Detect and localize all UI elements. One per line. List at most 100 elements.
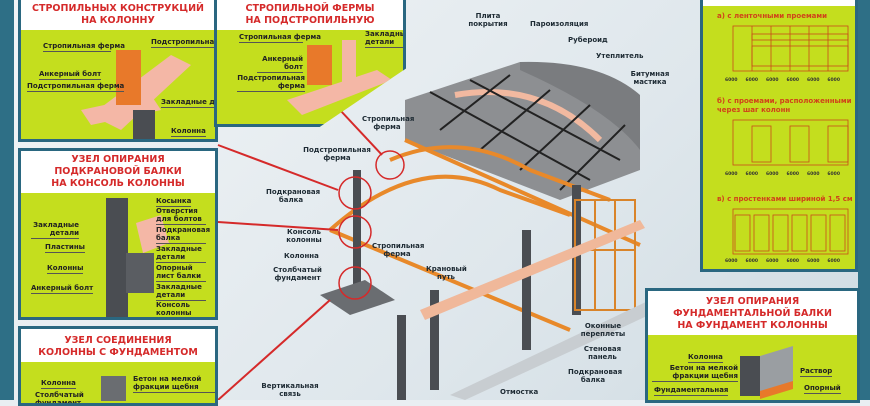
title-line: НА КОЛОННУ	[81, 15, 155, 26]
label-column: Колонна	[284, 252, 319, 260]
roof	[405, 61, 640, 200]
label: Закладные детали	[156, 283, 206, 301]
label: Колонна	[41, 379, 76, 389]
title-line: УЗЕЛ ОПИРАНИЯ	[71, 154, 165, 165]
dim: 6000	[827, 78, 840, 83]
label: Пластины	[45, 243, 85, 253]
label: Опорный	[804, 384, 841, 394]
foundation	[320, 280, 395, 315]
dim: 6000	[786, 78, 799, 83]
label-vertical-brace: Вертикальная связь	[261, 382, 319, 398]
label-foundation: Столбчатый фундамент	[273, 266, 322, 282]
label-truss-mid: Стропильная ферма	[372, 242, 425, 258]
dim: 6000	[827, 259, 840, 264]
title-line: НА ФУНДАМЕНТ КОЛОННЫ	[677, 320, 828, 331]
dim: 6000	[806, 172, 820, 177]
title-line: КОЛОННЫ С ФУНДАМЕНТОМ	[38, 347, 198, 358]
label-window-frames: Оконные переплеты	[580, 322, 626, 338]
label-crane-beam-2: Подкрановая балка	[568, 368, 623, 384]
label-ruberoid: Рубероид	[568, 36, 608, 44]
panel-title-strip	[703, 0, 855, 6]
label: Подстропильная ферма	[151, 38, 215, 48]
dim: 6000	[806, 259, 820, 264]
label: Закладные детали	[365, 30, 403, 48]
title-line: УЗЕЛ СОЕДИНЕНИЯ	[64, 335, 172, 346]
label-insulation: Утеплитель	[596, 52, 644, 60]
label: Стропильная ферма	[239, 33, 321, 43]
variant-label: в) с простенками шириной 1,5 см	[717, 195, 853, 203]
panel-title: СТРОПИЛЬНЫХ КОНСТРУКЦИЙ НА КОЛОННУ	[21, 0, 215, 30]
title-line: СТРОПИЛЬНЫХ КОНСТРУКЦИЙ	[32, 3, 204, 14]
dim: 6000	[786, 259, 799, 264]
title-line: УЗЕЛ ОПИРАНИЯ	[705, 296, 800, 307]
panel-crane-beam-node: УЗЕЛ ОПИРАНИЯ ПОДКРАНОВОЙ БАЛКИ НА КОНСО…	[18, 148, 218, 320]
label: Подстропильная ферма	[237, 74, 305, 92]
label: Консоль колонны	[156, 301, 206, 317]
label: Фундаментальная	[654, 386, 729, 396]
label: Бетон на мелкой фракции щебня	[133, 375, 215, 393]
label: Закладные детали	[31, 221, 79, 239]
panel-truss-to-column: СТРОПИЛЬНЫХ КОНСТРУКЦИЙ НА КОЛОННУ Строп…	[18, 0, 218, 142]
dim: 6000	[765, 78, 779, 83]
label-vapor-barrier: Пароизоляция	[530, 20, 589, 28]
label-crane-beam: Подкрановая балка	[266, 188, 321, 204]
title-line: ФУНДАМЕНТАЛЬНОЙ БАЛКИ	[673, 308, 832, 319]
title-line: НА КОНСОЛЬ КОЛОННЫ	[51, 178, 185, 189]
label: Анкерный болт	[39, 70, 102, 80]
left-border	[0, 0, 14, 400]
node-drawing	[81, 50, 191, 139]
label: Закладные детали	[161, 98, 215, 108]
dim: 6000	[827, 172, 840, 177]
label-console: Консоль колонны	[286, 228, 322, 244]
dim: 6000	[725, 172, 738, 177]
panel-title: СТРОПИЛЬНОЙ ФЕРМЫ НА ПОДСТРОПИЛЬНУЮ	[217, 0, 403, 30]
label-roof-plate: Плита покрытия	[468, 12, 508, 28]
dim: 6000	[765, 172, 779, 177]
title-line: НА ПОДСТРОПИЛЬНУЮ	[245, 15, 375, 26]
label-truss-top: Стропильная ферма	[362, 115, 415, 131]
callout-circles	[338, 150, 405, 300]
panel-title: УЗЕЛ ОПИРАНИЯ ФУНДАМЕНТАЛЬНОЙ БАЛКИ НА Ф…	[648, 291, 857, 335]
label: Колонна	[688, 353, 723, 363]
label: Опорный лист балки	[156, 264, 206, 282]
panel-title: УЗЕЛ СОЕДИНЕНИЯ КОЛОННЫ С ФУНДАМЕНТОМ	[21, 329, 215, 362]
dim: 6000	[725, 78, 738, 83]
panel-title: УЗЕЛ ОПИРАНИЯ ПОДКРАНОВОЙ БАЛКИ НА КОНСО…	[21, 151, 215, 193]
label: Столбчатый фундамент	[35, 391, 85, 403]
label: Подкрановая балка	[156, 226, 211, 244]
wall-scheme-c	[732, 208, 849, 255]
dimension-row: 6000 6000 6000 6000 6000 6000	[725, 78, 840, 83]
node-drawing	[740, 346, 793, 399]
panel-column-foundation: УЗЕЛ СОЕДИНЕНИЯ КОЛОННЫ С ФУНДАМЕНТОМ Ко…	[18, 326, 218, 406]
label-wall-panel: Стеновая панель	[583, 345, 622, 361]
label-subtruss: Подстропильная ферма	[303, 146, 371, 162]
label: Колонна	[171, 127, 206, 137]
label: Бетон на мелкой фракции щебня	[652, 364, 738, 382]
label-blind-area: Отмостка	[500, 388, 539, 396]
dim: 6000	[786, 172, 799, 177]
dim: 6000	[745, 78, 759, 83]
label: Анкерный болт	[257, 55, 303, 73]
crane-rail	[420, 220, 645, 320]
label-bitumen-mastic: Битумная мастика	[630, 70, 670, 86]
dim: 6000	[725, 259, 738, 264]
label: Раствор	[800, 367, 833, 377]
variant-label: б) с проемами, расположенными через шаг …	[717, 97, 852, 114]
variant-label: а) с ленточными проемами	[717, 12, 828, 20]
node-drawing	[287, 40, 392, 115]
title-line: СТРОПИЛЬНОЙ ФЕРМЫ	[245, 3, 375, 14]
wall-scheme-b	[732, 119, 849, 166]
title-line: ПОДКРАНОВОЙ БАЛКИ	[54, 166, 182, 177]
dim: 6000	[806, 78, 820, 83]
label: Стропильная ферма	[43, 42, 125, 52]
dim: 6000	[745, 259, 759, 264]
label-crane-way: Крановый путь	[426, 265, 467, 281]
label: Колонны	[47, 264, 84, 274]
panel-foundation-beam: УЗЕЛ ОПИРАНИЯ ФУНДАМЕНТАЛЬНОЙ БАЛКИ НА Ф…	[645, 288, 860, 403]
wall-scheme-a	[732, 25, 849, 72]
right-border	[858, 0, 870, 400]
